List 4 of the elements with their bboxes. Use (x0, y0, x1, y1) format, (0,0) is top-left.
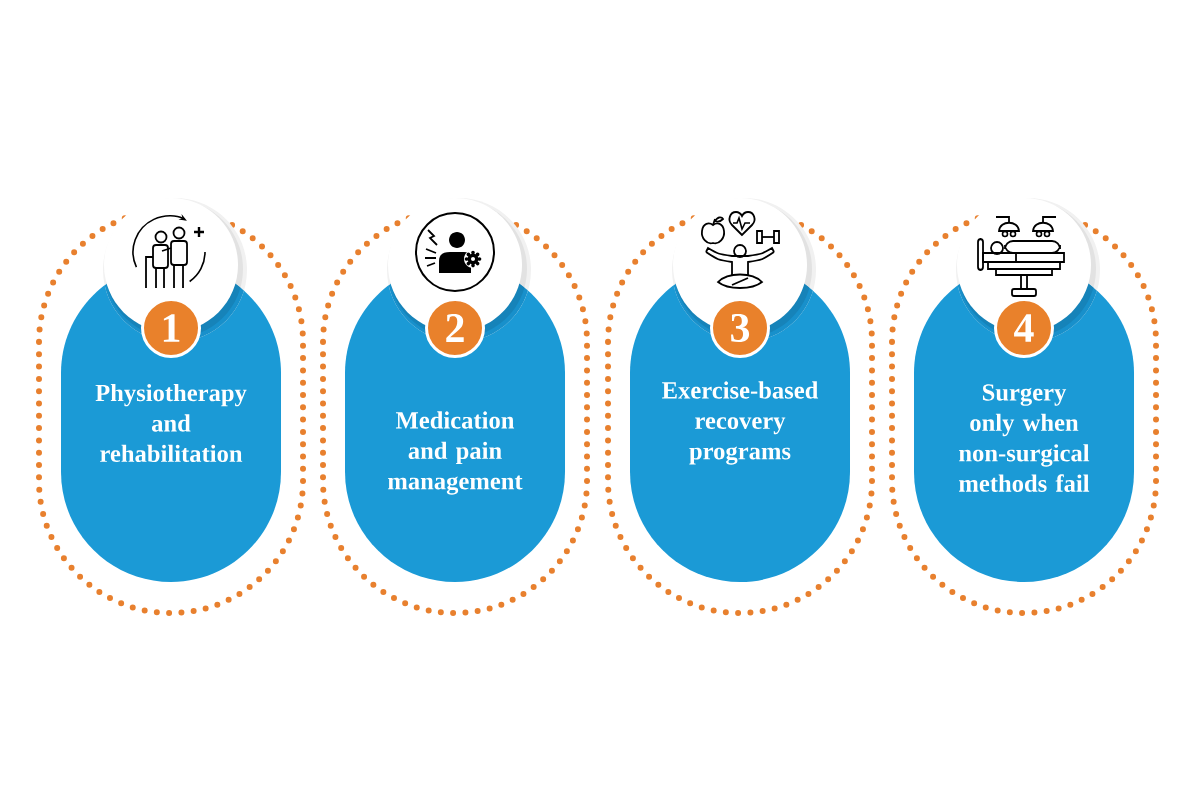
number-badge: 3 (710, 298, 770, 358)
number-badge: 4 (994, 298, 1054, 358)
number-badge: 1 (141, 298, 201, 358)
number-badge: 2 (425, 298, 485, 358)
